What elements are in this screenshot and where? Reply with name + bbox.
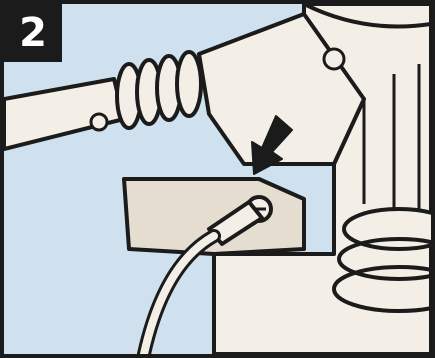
neck-bolt	[324, 49, 344, 69]
step-number: 2	[19, 10, 47, 56]
dishwasher-arm	[4, 79, 124, 149]
arm-bolt	[91, 114, 107, 130]
disposal-unit-illustration	[4, 4, 431, 354]
step-number-badge: 2	[4, 4, 62, 62]
hose-spring	[117, 52, 201, 128]
